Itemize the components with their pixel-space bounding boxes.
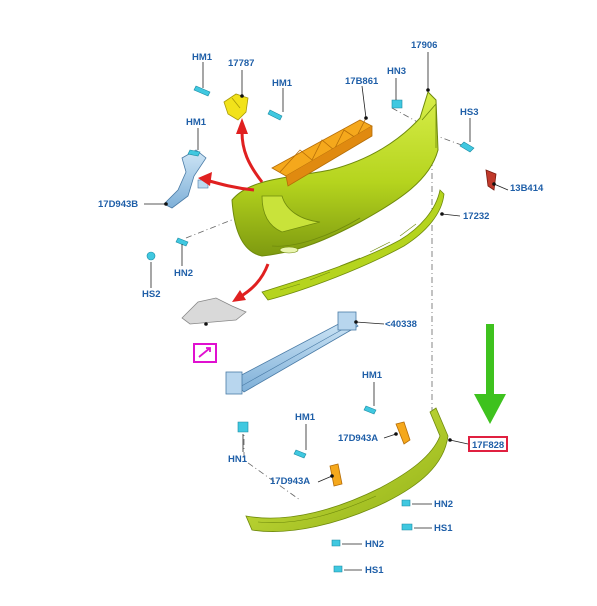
nut-hn3-icon (391, 99, 403, 109)
label-hm1-top: HM1 (192, 52, 213, 63)
clip-hn2-right-icon (401, 499, 411, 507)
label-hs2: HS2 (142, 289, 160, 300)
clip-hn1-icon (237, 421, 249, 433)
clip-hn2-bottom-icon (331, 539, 341, 547)
screw-hm1-mid-icon (267, 109, 283, 121)
bracket-17d943a-left (329, 463, 343, 487)
label-13b414: 13B414 (510, 183, 544, 194)
label-hm1-left: HM1 (186, 117, 207, 128)
label-hn2-left: HN2 (174, 268, 193, 279)
label-17787: 17787 (228, 58, 254, 69)
bumper-cover-17906 (231, 91, 439, 257)
highlight-box-17f828 (468, 436, 508, 452)
screw-hs3-icon (459, 141, 475, 153)
valance-17f828 (245, 407, 449, 532)
leader-dots (164, 88, 496, 478)
screw-hn2-left-icon (175, 237, 189, 247)
reflector-13b414 (485, 169, 497, 191)
label-hm1-lower2: HM1 (295, 412, 316, 423)
bracket-17d943a-right (395, 421, 411, 445)
screw-hm1-lower2-icon (293, 449, 307, 459)
moulding-17232 (261, 189, 445, 301)
reinforcement-40338 (225, 311, 359, 395)
absorber-17b861 (271, 117, 373, 187)
screw-hm1-top-icon (193, 85, 211, 97)
label-hn3: HN3 (387, 66, 406, 77)
screw-hm1-lower-icon (363, 405, 377, 415)
screw-hm1-left-icon (187, 149, 201, 157)
green-arrow (474, 324, 506, 424)
note-icon-box (193, 343, 217, 363)
label-40338: <40338 (385, 319, 417, 330)
label-17b861: 17B861 (345, 76, 379, 87)
label-hn1: HN1 (228, 454, 248, 465)
label-hn2-bottom: HN2 (365, 539, 384, 550)
label-17232: 17232 (463, 211, 489, 222)
fasteners (146, 85, 475, 573)
clip-hs1-bottom-icon (333, 565, 343, 573)
red-arrowheads (198, 118, 248, 302)
label-17d943b: 17D943B (98, 199, 138, 210)
label-17906: 17906 (411, 40, 437, 51)
label-hm1-lower: HM1 (362, 370, 383, 381)
label-17d943a-right: 17D943A (338, 433, 378, 444)
clip-hs2-icon (146, 251, 156, 261)
label-hs3: HS3 (460, 107, 478, 118)
label-17d943a-left: 17D943A (270, 476, 310, 487)
label-hs1-bottom: HS1 (365, 565, 384, 576)
grey-trim-cover (181, 297, 247, 325)
label-hm1-mid: HM1 (272, 78, 293, 89)
label-hs1-right: HS1 (434, 523, 453, 534)
leader-lines (144, 52, 509, 571)
clip-hs1-right-icon (401, 523, 413, 531)
label-17f828: 17F828 (472, 440, 504, 451)
label-hn2-right: HN2 (434, 499, 453, 510)
callout-labels: HM1 17787 HM1 17B861 HN3 17906 HS3 HM1 1… (98, 40, 544, 576)
bracket-17787 (223, 93, 249, 121)
